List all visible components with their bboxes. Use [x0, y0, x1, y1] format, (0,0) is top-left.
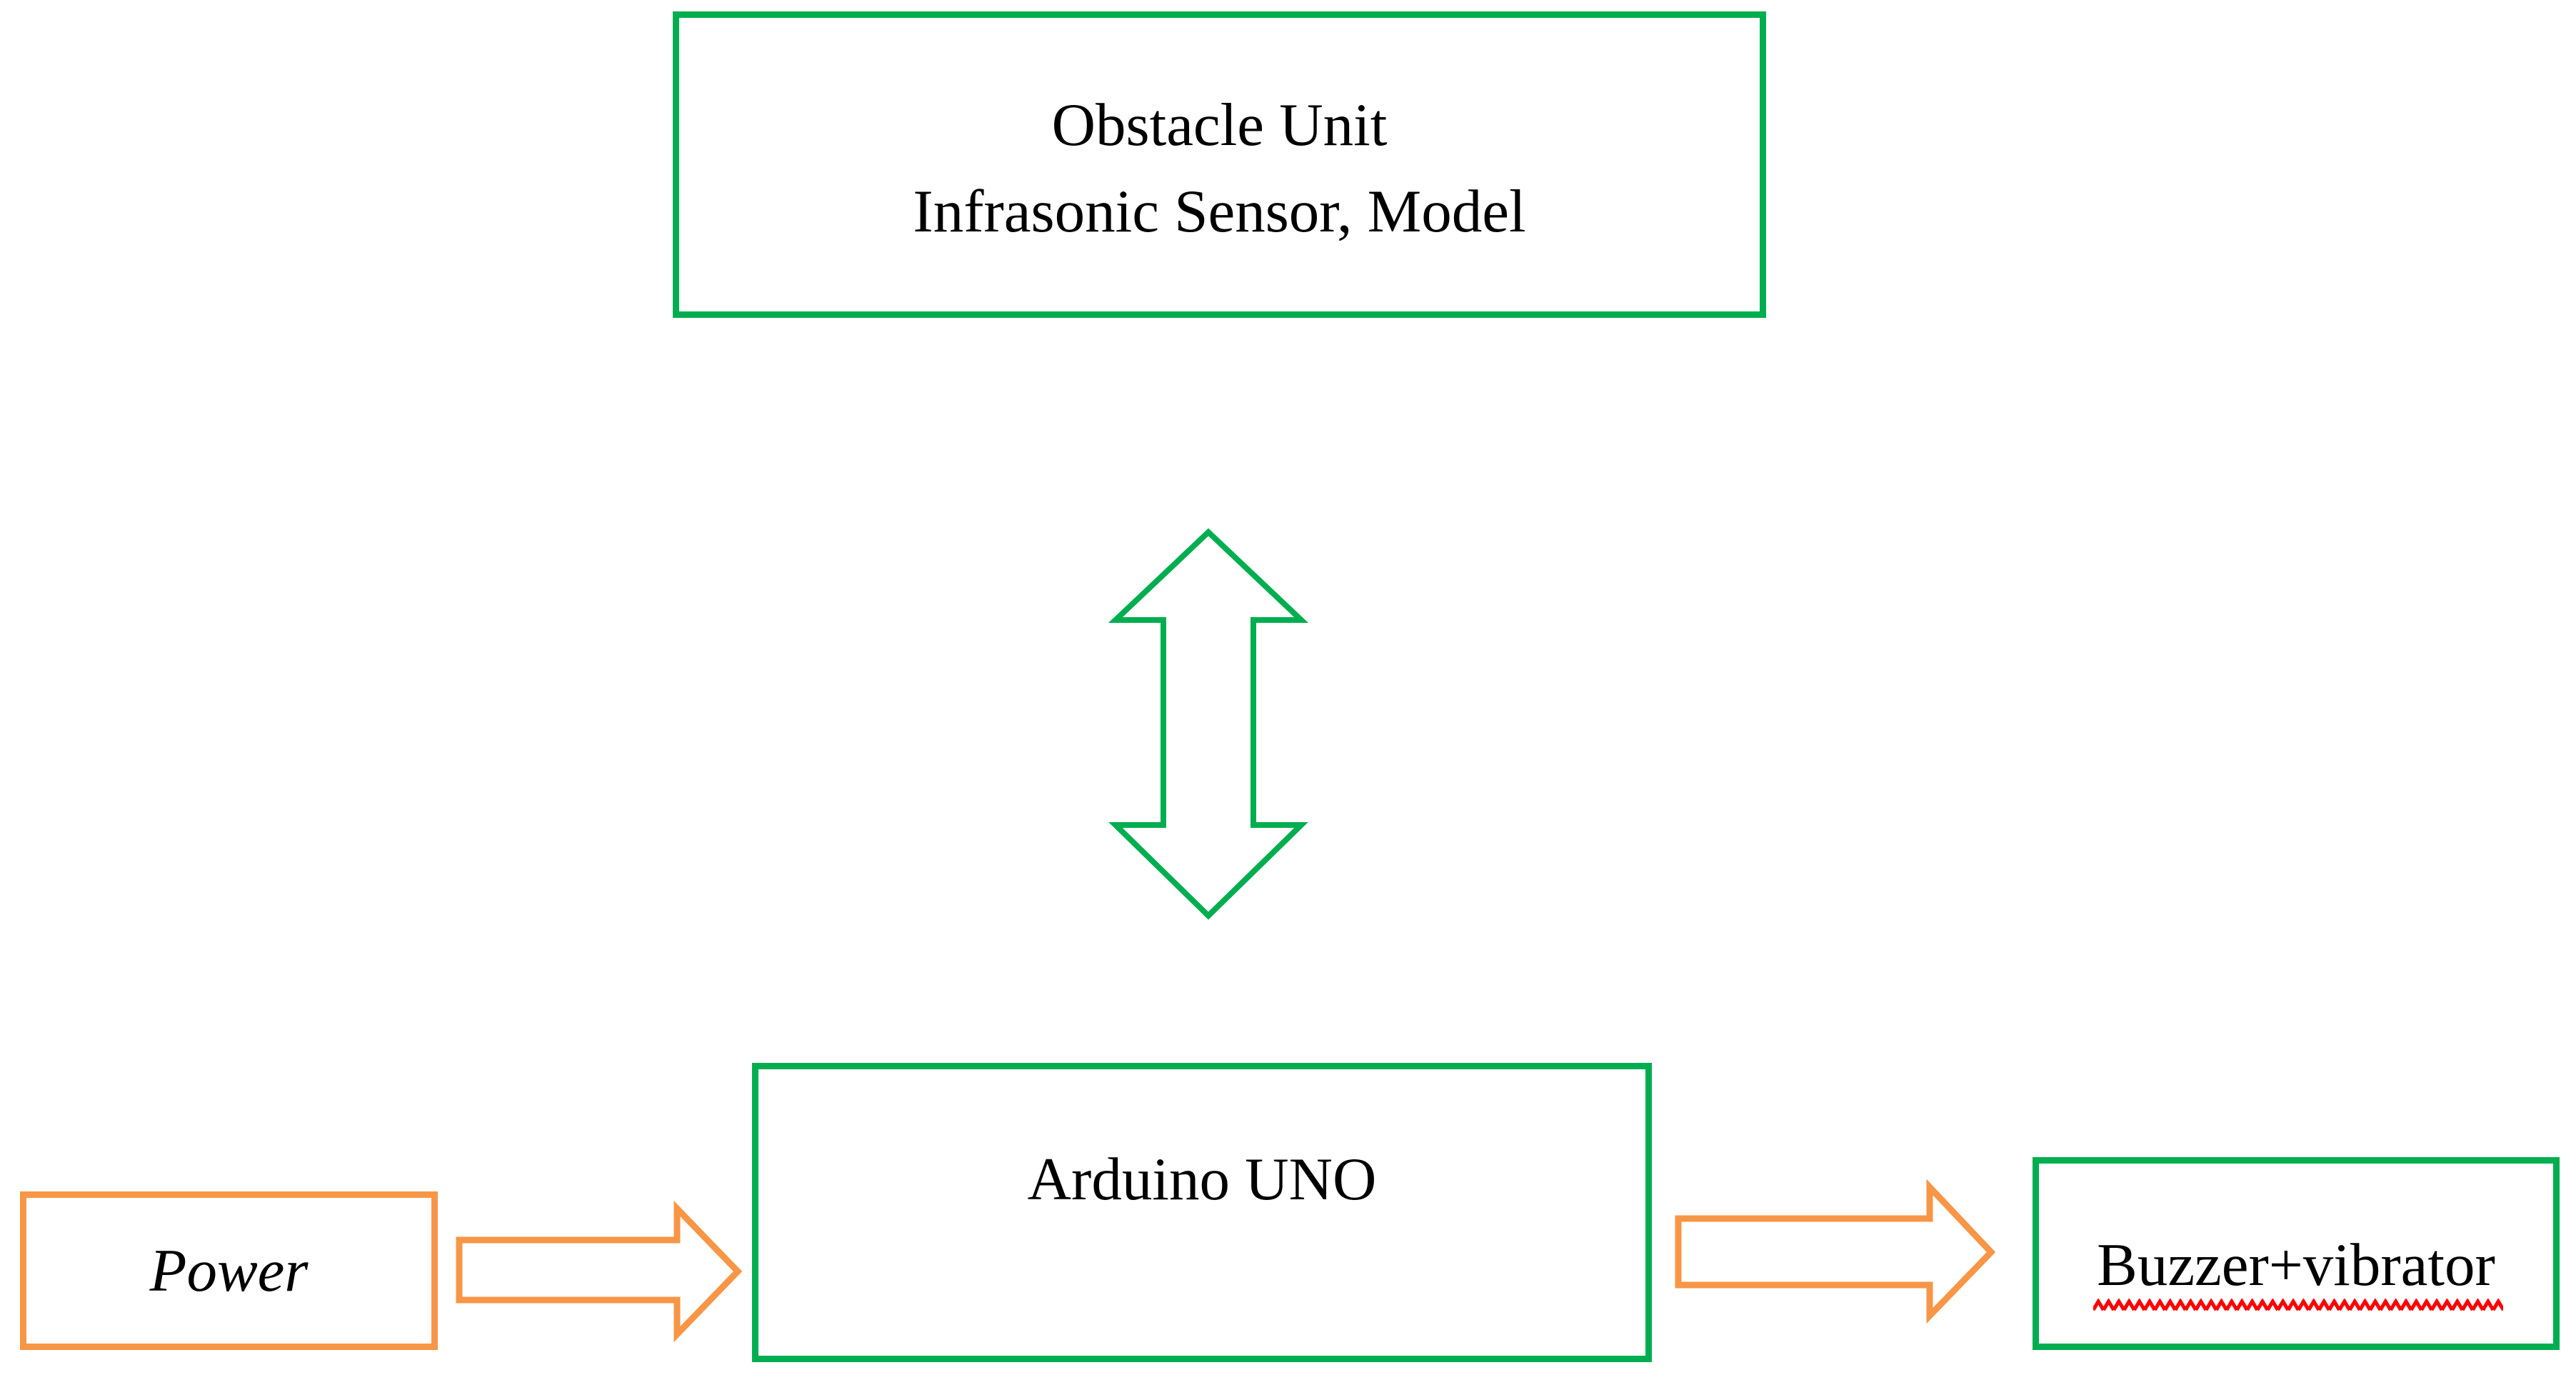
obstacle-unit-box: Obstacle Unit Infrasonic Sensor, Model: [673, 11, 1766, 318]
right-arrow-icon: [456, 1200, 743, 1343]
obstacle-unit-title: Obstacle Unit: [1051, 91, 1388, 159]
arduino-uno-box: Arduino UNO: [752, 1063, 1652, 1362]
buzzer-vibrator-label: Buzzer+vibrator: [2097, 1231, 2495, 1299]
bidirectional-arrow-icon: [1108, 528, 1309, 920]
right-arrow-icon: [1675, 1179, 1996, 1324]
arduino-uno-label: Arduino UNO: [1027, 1146, 1377, 1213]
buzzer-vibrator-box: Buzzer+vibrator: [2033, 1157, 2560, 1350]
power-label: Power: [149, 1236, 309, 1304]
buzzer-vibrator-label-wrap: Buzzer+vibrator: [2093, 1235, 2503, 1313]
power-box: Power: [20, 1191, 438, 1350]
spellcheck-wavy-underline: [2093, 1299, 2503, 1313]
obstacle-unit-subtitle: Infrasonic Sensor, Model: [913, 177, 1526, 245]
